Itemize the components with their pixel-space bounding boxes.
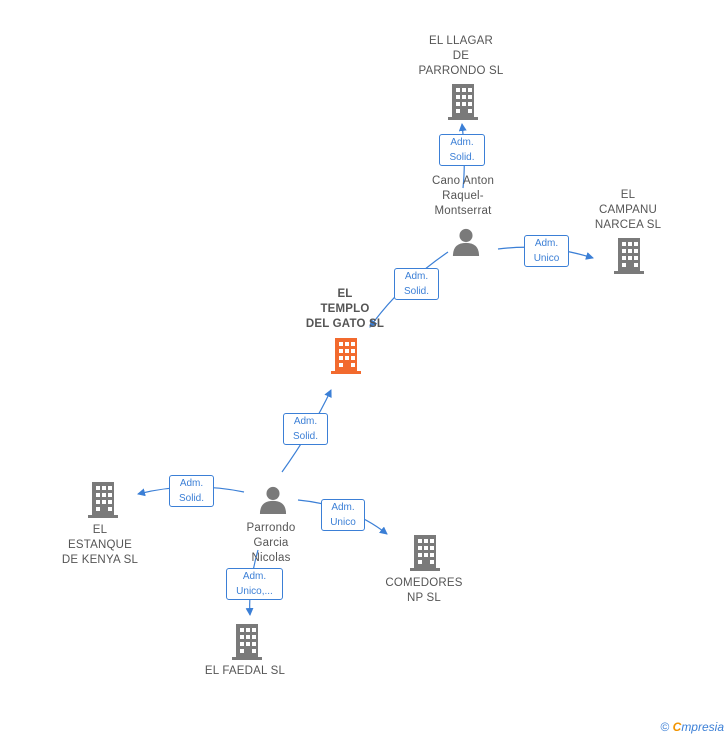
role-badge[interactable]: Adm.Unico <box>321 499 365 531</box>
role-badge[interactable]: Adm.Solid. <box>283 413 328 445</box>
building-icon[interactable] <box>331 338 361 374</box>
building-icon[interactable] <box>614 238 644 274</box>
copyright-symbol: © <box>660 720 670 734</box>
building-icon[interactable] <box>410 535 440 571</box>
person-icon[interactable] <box>452 228 480 256</box>
role-badge[interactable]: Adm.Solid. <box>169 475 214 507</box>
building-icon[interactable] <box>232 624 262 660</box>
brand-logo: © Cmpresia <box>660 720 724 734</box>
building-icon[interactable] <box>448 84 478 120</box>
person-icon[interactable] <box>259 486 287 514</box>
role-badge[interactable]: Adm.Unico,... <box>226 568 283 600</box>
brand-initial: C <box>672 720 682 734</box>
node-label-faedal[interactable]: EL FAEDAL SL <box>204 665 286 677</box>
brand-name: mpresia <box>681 720 724 734</box>
role-badge[interactable]: Adm.Solid. <box>394 268 439 300</box>
role-badge[interactable]: Adm.Unico <box>524 235 569 267</box>
role-badge[interactable]: Adm.Solid. <box>439 134 485 166</box>
building-icon[interactable] <box>88 482 118 518</box>
